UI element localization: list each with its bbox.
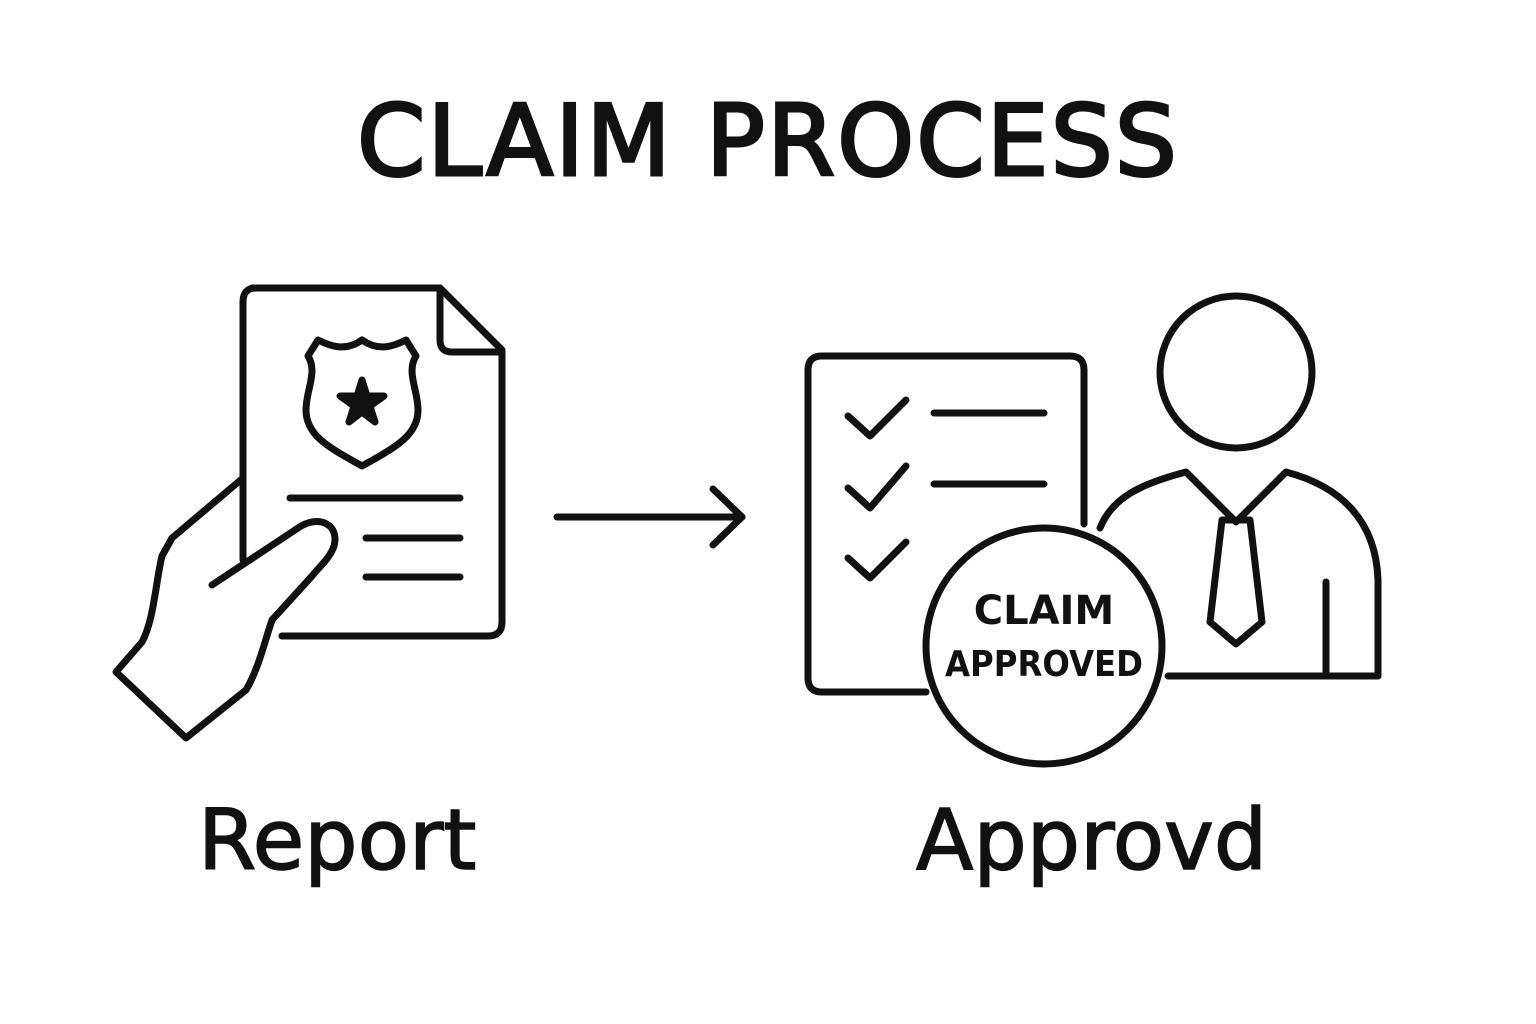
folded-corner: [436, 284, 506, 356]
star-icon: [336, 376, 388, 426]
approved-checklist-with-agent-icon: [804, 292, 1382, 768]
right-arrow-icon: [553, 485, 746, 549]
check-icon: [844, 396, 910, 440]
step-label-report: Report: [197, 790, 477, 890]
checklist-board: [804, 352, 1088, 696]
agent-person-icon: [1096, 292, 1382, 680]
stamp-line-1: CLAIM: [974, 588, 1115, 634]
approval-stamp: [922, 524, 1166, 768]
police-badge-icon: [302, 336, 422, 470]
check-icon: [844, 538, 910, 582]
police-report-document-in-hand-icon: [112, 284, 506, 742]
step-label-approved: Approvd: [915, 790, 1268, 890]
diagram-title: CLAIM PROCESS: [355, 84, 1179, 201]
document-sheet: [239, 284, 506, 640]
check-icon: [844, 462, 910, 512]
necktie-icon: [1206, 516, 1266, 648]
stamp-line-2: APPROVED: [945, 644, 1143, 685]
hand-icon: [112, 474, 339, 742]
